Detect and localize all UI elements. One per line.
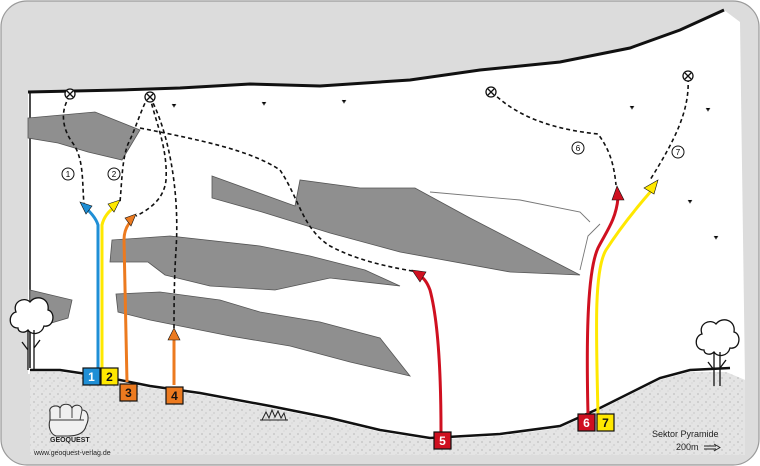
route-2-approach bbox=[100, 199, 121, 368]
route-4-approach bbox=[167, 327, 181, 385]
route-5-approach bbox=[411, 269, 443, 433]
route-3-approach bbox=[122, 213, 137, 383]
route-marker-1: 1 bbox=[61, 167, 75, 181]
route-4-line bbox=[149, 96, 178, 331]
route-badge-box bbox=[100, 367, 119, 386]
route-badge-box bbox=[82, 367, 101, 386]
route-1-line bbox=[62, 95, 85, 206]
route-lines-dashed bbox=[62, 77, 689, 331]
logo-text: GEOQUEST bbox=[50, 437, 90, 444]
ground-line bbox=[30, 366, 731, 440]
route-marker-2-text: 2 bbox=[112, 170, 117, 179]
route-2-line bbox=[119, 96, 149, 203]
route-badge-box bbox=[119, 383, 138, 402]
website-text: www.geoquest-verlag.de bbox=[33, 450, 111, 457]
anchor-icon bbox=[682, 70, 694, 82]
route-badge-number: 4 bbox=[171, 389, 178, 403]
route-badge-number: 3 bbox=[125, 386, 132, 400]
overhang-middle bbox=[109, 235, 401, 291]
route-badge-box bbox=[577, 413, 596, 432]
route-7-approach bbox=[594, 179, 659, 415]
route-marker-7-text: 7 bbox=[676, 148, 681, 157]
anchor-icon bbox=[485, 86, 497, 98]
route-badge-7: 7 bbox=[596, 413, 615, 432]
route-badge-number: 5 bbox=[439, 434, 446, 448]
crack-right bbox=[429, 191, 591, 223]
overhang-lower bbox=[115, 291, 412, 377]
rock-top-edge bbox=[27, 8, 725, 94]
route-badge-2: 2 bbox=[100, 367, 119, 386]
tree-icon bbox=[695, 319, 740, 386]
anchor-icon bbox=[64, 88, 76, 100]
fist-logo-icon bbox=[48, 403, 89, 437]
sector-name: Sektor Pyramide bbox=[652, 429, 719, 439]
route-badge-4: 4 bbox=[165, 386, 184, 405]
overhang-top-left bbox=[27, 111, 141, 161]
route-badge-6: 6 bbox=[577, 413, 596, 432]
route-6-approach bbox=[585, 185, 625, 415]
arrow-right-icon bbox=[704, 443, 721, 452]
overhang-center-right bbox=[211, 175, 581, 276]
route-badge-number: 1 bbox=[88, 370, 95, 384]
route-3-line bbox=[135, 96, 167, 217]
route-badge-number: 7 bbox=[602, 416, 609, 430]
route-marker-1-text: 1 bbox=[66, 170, 71, 179]
route-marker-6: 6 bbox=[571, 141, 585, 155]
grass-marks bbox=[171, 99, 719, 240]
route-5-line bbox=[139, 127, 419, 273]
route-badge-box bbox=[433, 431, 452, 450]
route-marker-6-text: 6 bbox=[576, 144, 581, 153]
hedgehog-icon bbox=[260, 408, 288, 421]
route-badge-number: 2 bbox=[106, 370, 113, 384]
route-marker-7: 7 bbox=[671, 145, 685, 159]
route-marker-2: 2 bbox=[107, 167, 121, 181]
route-7-line bbox=[649, 77, 689, 181]
sector-distance: 200m bbox=[676, 442, 699, 452]
tree-icon bbox=[9, 297, 54, 370]
ground bbox=[30, 372, 745, 455]
route-badge-3: 3 bbox=[119, 383, 138, 402]
anchor-icon bbox=[144, 91, 156, 103]
crack-right-wall bbox=[579, 223, 601, 271]
route-badge-box bbox=[165, 386, 184, 405]
route-badge-1: 1 bbox=[82, 367, 101, 386]
route-badge-number: 6 bbox=[583, 416, 590, 430]
route-1-approach bbox=[79, 201, 100, 368]
route-badge-box bbox=[596, 413, 615, 432]
route-6-line bbox=[491, 91, 617, 186]
route-badge-5: 5 bbox=[433, 431, 452, 450]
